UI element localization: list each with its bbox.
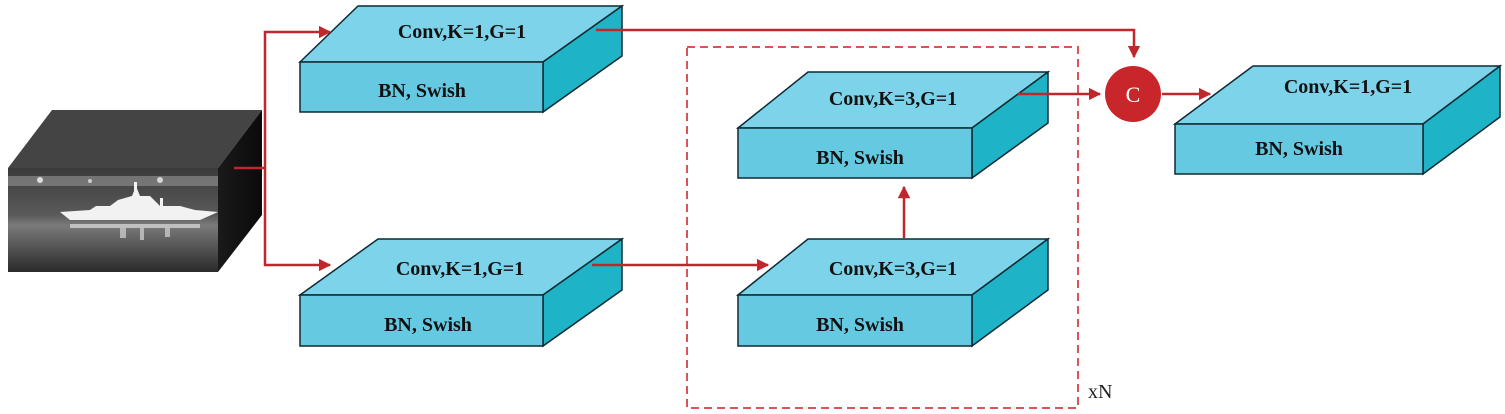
block-conv-label: Conv,K=1,G=1: [1284, 76, 1412, 98]
block-bn-label: BN, Swish: [384, 314, 472, 336]
input-image-cube: [8, 110, 262, 272]
shore-light: [88, 179, 92, 183]
shore-light: [157, 177, 163, 183]
block-bn-label: BN, Swish: [816, 147, 904, 169]
conv-block-output: Conv,K=1,G=1 BN, Swish: [1172, 64, 1503, 176]
block-front-face: [737, 127, 973, 179]
shore-light: [37, 177, 43, 183]
concat-circle: [1105, 66, 1161, 122]
conv-block-bottom-branch: Conv,K=1,G=1 BN, Swish: [297, 237, 625, 348]
repeat-count-label: xN: [1088, 381, 1112, 403]
block-front-face: [299, 294, 544, 347]
concat-label: C: [1126, 82, 1141, 107]
concat-node: C: [1105, 66, 1161, 122]
conv-block-top-branch: Conv,K=1,G=1 BN, Swish: [298, 4, 625, 114]
arrow-to-top-branch: [263, 25, 332, 168]
ship-icon: [60, 182, 218, 220]
conv-block-repeat-upper: Conv,K=3,G=1 BN, Swish: [735, 70, 1051, 180]
input-image-top: [8, 110, 262, 168]
block-conv-label: Conv,K=3,G=1: [829, 258, 957, 280]
arrow-top-branch-to-concat: [596, 28, 1141, 59]
block-conv-label: Conv,K=1,G=1: [398, 21, 526, 43]
block-bn-label: BN, Swish: [816, 314, 904, 336]
block-front-face: [1174, 123, 1424, 175]
repeat-group-box: [686, 46, 1079, 409]
block-conv-label: Conv,K=1,G=1: [396, 258, 524, 280]
block-bn-label: BN, Swish: [378, 80, 466, 102]
conv-block-repeat-lower: Conv,K=3,G=1 BN, Swish: [735, 237, 1051, 348]
arrow-to-bottom-branch: [263, 168, 332, 272]
flow-arrows: [234, 25, 1212, 272]
input-image-side: [218, 110, 262, 272]
block-bn-label: BN, Swish: [1255, 138, 1343, 160]
block-front-face: [299, 61, 544, 113]
horizon-line: [8, 176, 218, 186]
ship-reflection: [70, 224, 200, 240]
block-front-face: [737, 294, 973, 347]
block-conv-label: Conv,K=3,G=1: [829, 88, 957, 110]
